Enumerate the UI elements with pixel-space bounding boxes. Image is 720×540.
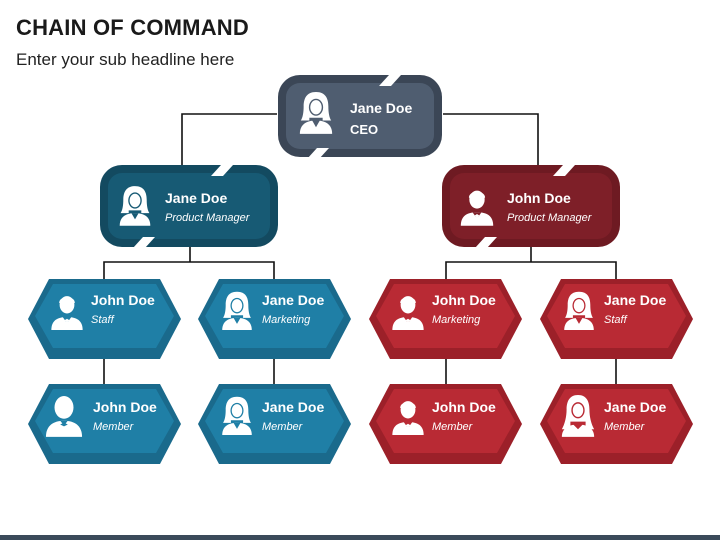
- org-node-ceo: Jane Doe CEO: [277, 74, 443, 159]
- org-node-level4-4: Jane Doe Member: [539, 383, 694, 465]
- page-title: CHAIN OF COMMAND: [16, 15, 249, 40]
- female-person-icon: [561, 395, 595, 437]
- female-person-icon: [119, 186, 151, 226]
- node-role: Product Manager: [165, 212, 250, 224]
- node-role: Staff: [91, 314, 114, 326]
- node-name: John Doe: [432, 292, 496, 308]
- female-person-icon: [222, 396, 252, 435]
- node-role: CEO: [350, 122, 379, 137]
- male-person-icon: [45, 396, 83, 437]
- node-role: Member: [93, 421, 134, 433]
- male-person-icon: [460, 190, 494, 226]
- node-name: Jane Doe: [262, 399, 325, 415]
- footer-bar: [0, 535, 720, 540]
- node-name: Jane Doe: [604, 399, 667, 415]
- male-person-icon: [392, 401, 424, 435]
- org-node-level4-3: John Doe Member: [368, 383, 523, 465]
- org-node-level3-1: John Doe Staff: [27, 278, 182, 360]
- node-role: Marketing: [432, 314, 481, 326]
- male-person-icon: [392, 296, 424, 330]
- node-role: Member: [432, 421, 473, 433]
- node-name: John Doe: [507, 190, 571, 206]
- node-name: Jane Doe: [604, 292, 667, 308]
- node-name: John Doe: [93, 399, 157, 415]
- node-role: Staff: [604, 314, 627, 326]
- female-person-icon: [222, 291, 252, 330]
- node-name: John Doe: [432, 399, 496, 415]
- node-role: Member: [262, 421, 303, 433]
- org-node-level3-2: Jane Doe Marketing: [197, 278, 352, 360]
- node-name: John Doe: [91, 292, 155, 308]
- org-node-level3-4: Jane Doe Staff: [539, 278, 694, 360]
- node-name: Jane Doe: [262, 292, 325, 308]
- org-node-level3-3: John Doe Marketing: [368, 278, 523, 360]
- node-name: Jane Doe: [350, 100, 413, 116]
- page-subtitle: Enter your sub headline here: [16, 50, 235, 69]
- org-node-product-manager-left: Jane Doe Product Manager: [99, 164, 279, 248]
- org-node-level4-1: John Doe Member: [27, 383, 182, 465]
- node-role: Marketing: [262, 314, 311, 326]
- female-person-icon: [299, 92, 333, 134]
- female-person-icon: [564, 291, 594, 330]
- node-name: Jane Doe: [165, 190, 228, 206]
- org-node-product-manager-right: John Doe Product Manager: [441, 164, 621, 248]
- node-role: Member: [604, 421, 645, 433]
- male-person-icon: [51, 296, 83, 330]
- node-role: Product Manager: [507, 212, 592, 224]
- org-node-level4-2: Jane Doe Member: [197, 383, 352, 465]
